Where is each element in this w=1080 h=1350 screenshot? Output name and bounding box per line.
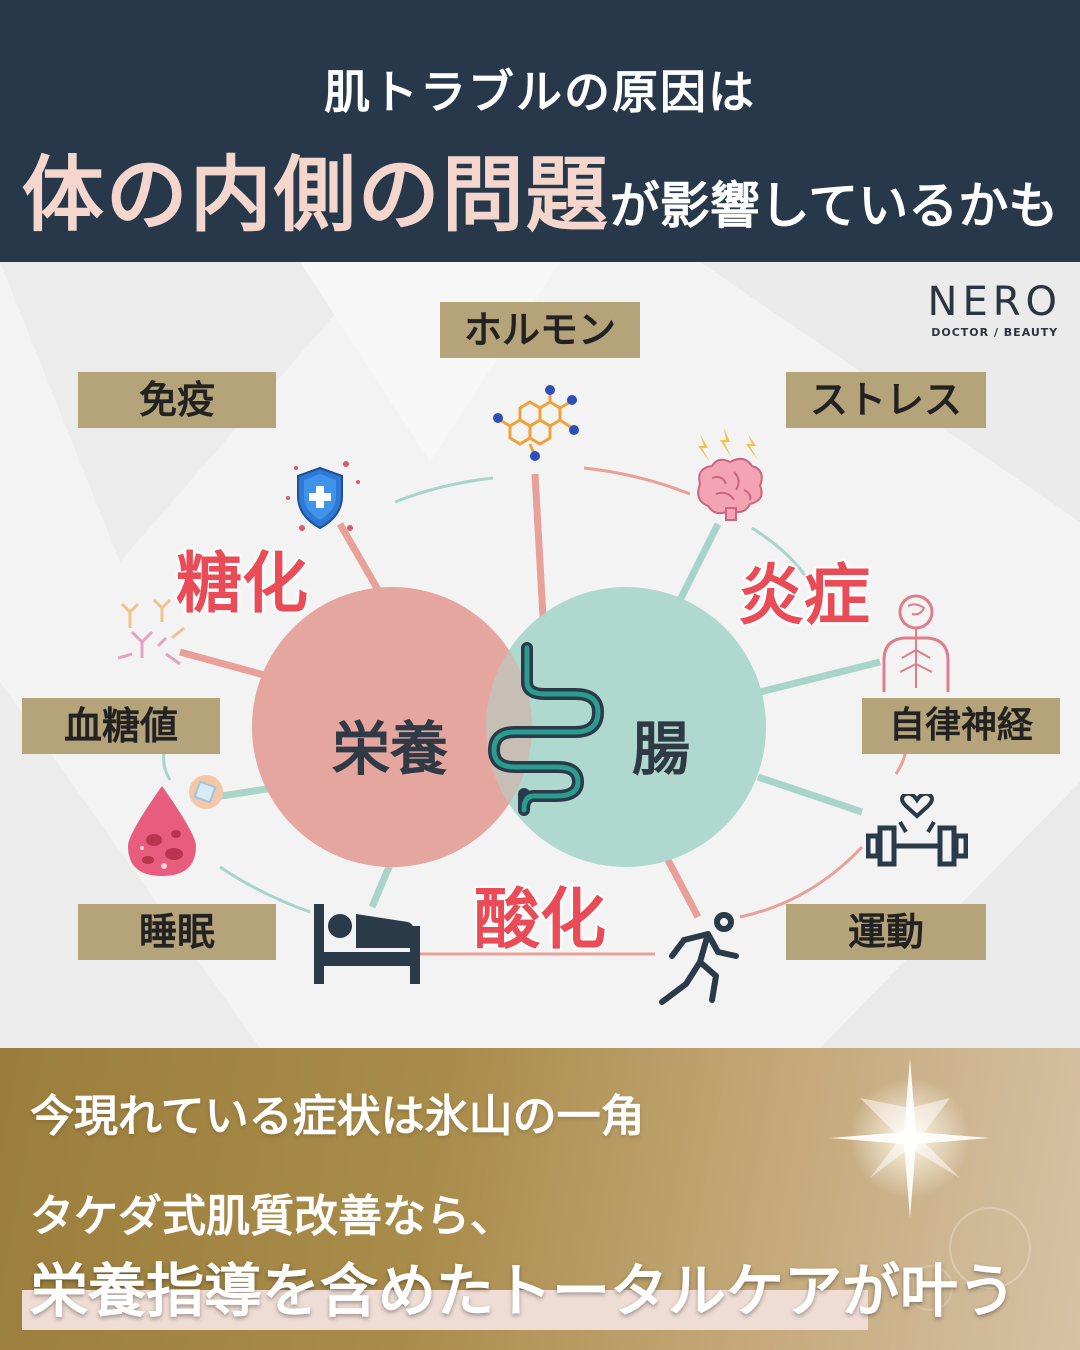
label-stress: ストレス — [786, 372, 986, 428]
molecule-icon — [493, 385, 579, 461]
header-emphasis: 体の内側の問題 — [21, 148, 610, 243]
brand-logo: NERO DOCTOR / BEAUTY — [928, 282, 1062, 339]
sparkle-icon — [830, 1058, 1031, 1311]
header: 肌トラブルの原因は 体の内側の問題が影響しているかも — [0, 0, 1080, 262]
antibody-icon — [117, 598, 185, 666]
circle-label-gut: 腸 — [632, 715, 691, 783]
dumbbell-heart-icon — [866, 794, 968, 867]
brain-icon — [697, 428, 763, 521]
keyword-oxidation: 酸化 — [473, 880, 608, 960]
footer: 今現れている症状は氷山の一角 タケダ式肌質改善なら、 栄養指導を含めたトータルケ… — [0, 1048, 1080, 1350]
label-immunity: 免疫 — [78, 372, 276, 428]
header-title: 肌トラブルの原因は — [324, 65, 756, 119]
runner-icon — [659, 912, 739, 1005]
blood-drop-icon — [128, 775, 223, 876]
label-hormone: ホルモン — [440, 302, 640, 358]
label-sleep: 睡眠 — [78, 904, 276, 960]
label-exercise: 運動 — [786, 904, 986, 960]
shield-icon — [286, 461, 360, 531]
footer-line2: タケダ式肌質改善なら、 — [30, 1191, 514, 1242]
footer-line1: 今現れている症状は氷山の一角 — [30, 1091, 645, 1142]
bed-icon — [314, 904, 420, 984]
label-autonomic: 自律神経 — [862, 698, 1060, 754]
diagram-background — [0, 262, 1080, 1048]
nervous-system-icon — [882, 594, 950, 692]
diagram: NERO DOCTOR / BEAUTY ホルモン 免疫 ストレス 血糖値 自律… — [0, 262, 1080, 1048]
brand-sub: DOCTOR / BEAUTY — [931, 326, 1059, 339]
keyword-glycation: 糖化 — [175, 544, 310, 624]
footer-line3: 栄養指導を含めたトータルケアが叶う — [30, 1257, 1017, 1325]
keyword-inflammation: 炎症 — [737, 556, 872, 636]
brand-name: NERO — [927, 279, 1062, 325]
intestine-icon — [488, 642, 604, 816]
header-tail: が影響しているかも — [609, 177, 1059, 235]
circle-label-nutrition: 栄養 — [332, 715, 449, 783]
circle-nutrition — [252, 587, 532, 867]
highlight-bar — [22, 1290, 868, 1330]
label-blood-sugar: 血糖値 — [22, 698, 220, 754]
header-subtitle: 体の内側の問題が影響しているかも — [0, 128, 1080, 247]
